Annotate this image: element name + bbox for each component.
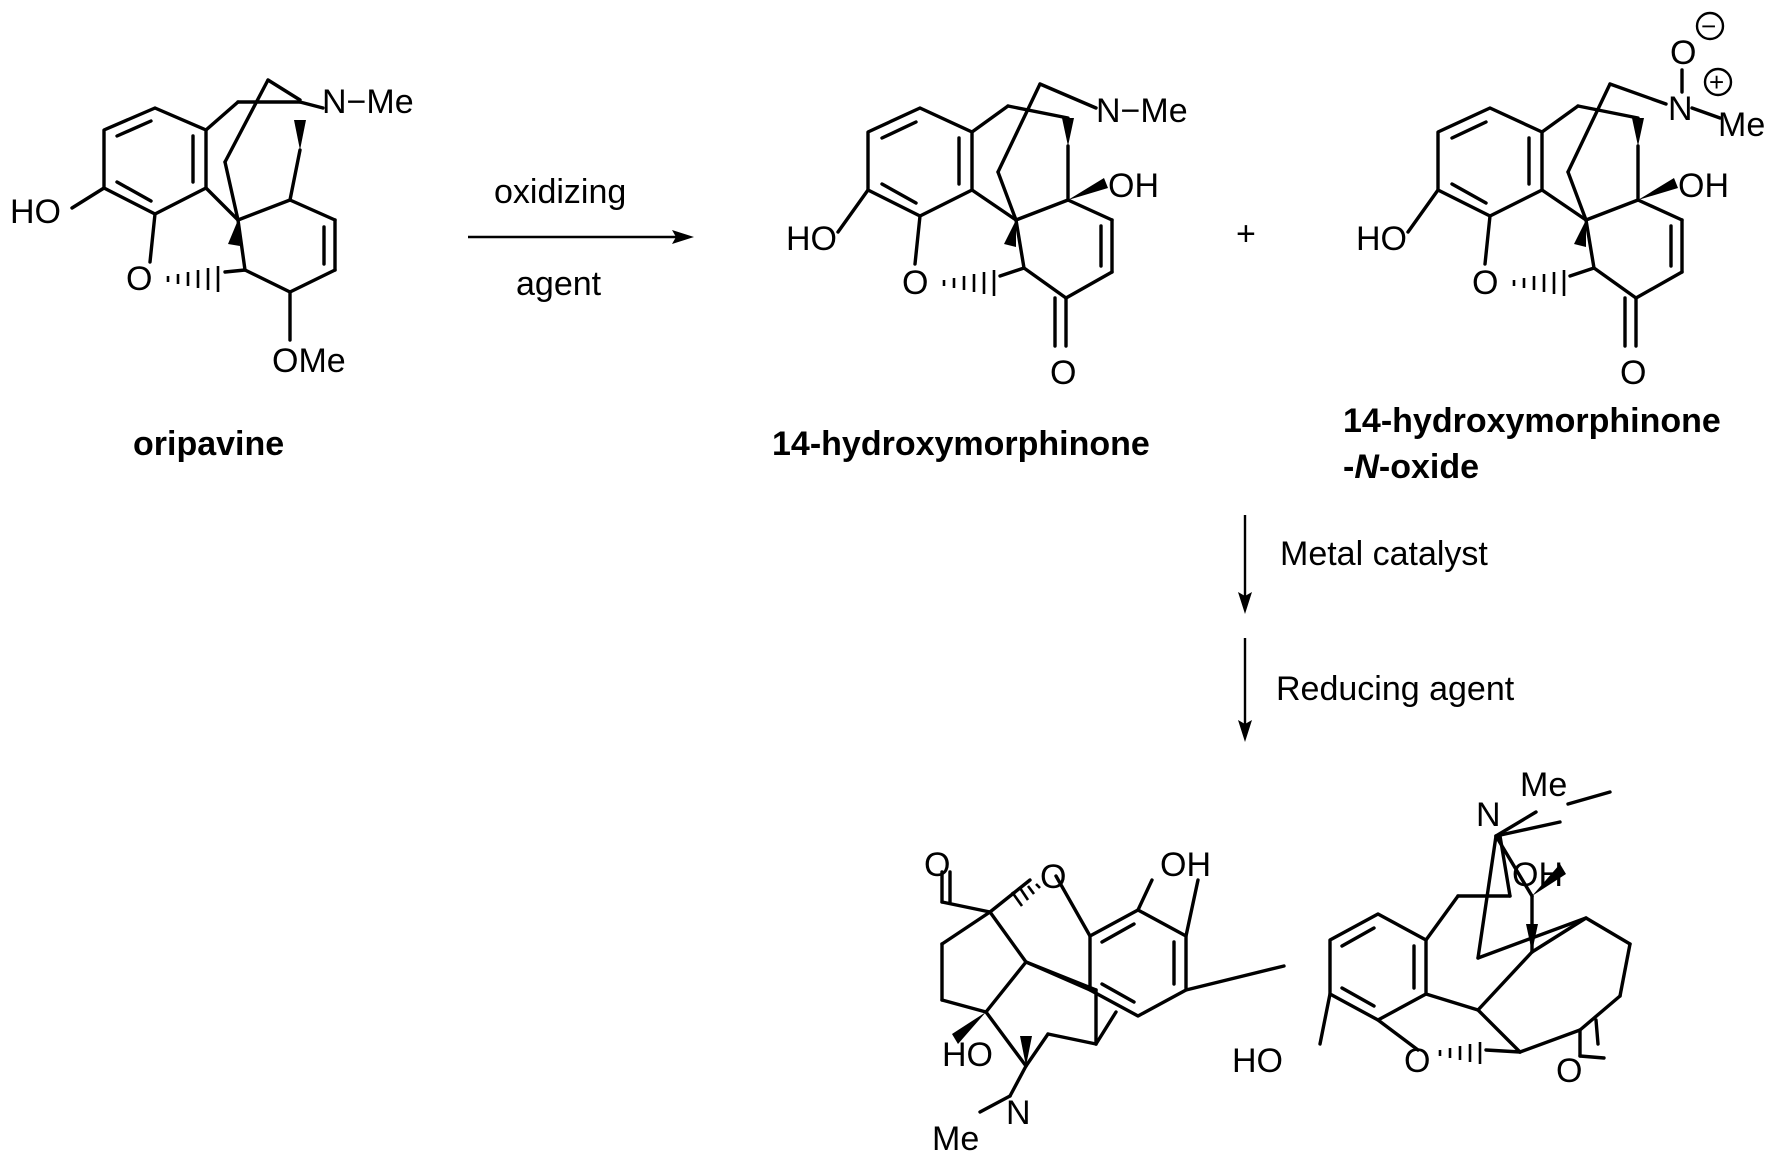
- metal-catalyst-arrow: Metal catalyst: [1238, 515, 1488, 614]
- n-oxide-me-label: Me: [1718, 106, 1765, 144]
- hydroxymorphinone-nme-label: N−Me: [1096, 92, 1188, 130]
- dimer-left-ho-label: HO: [942, 1036, 993, 1074]
- oripavine-o-label: O: [126, 260, 152, 298]
- oripavine-ether-hash: [168, 266, 218, 292]
- dimer-left-ether-o-label: O: [1040, 858, 1066, 896]
- oripavine-structure: HO O N−Me OMe oripavine: [10, 80, 414, 463]
- arrow1-bottom-label: agent: [516, 265, 602, 303]
- dimer-left-ketone-o-label: O: [924, 846, 950, 884]
- n-oxide-ketone-o-label: O: [1620, 354, 1646, 392]
- n-oxide-oh-label: OH: [1678, 167, 1729, 205]
- arrow3-label: Reducing agent: [1276, 670, 1515, 708]
- hydroxymorphinone-o-label: O: [902, 264, 928, 302]
- hydroxymorphinone-ether-hash: [944, 270, 994, 296]
- dimer-right-ketone-o-label: O: [1556, 1052, 1582, 1090]
- n-oxide-n-label: N: [1668, 90, 1693, 128]
- dimer-right-n-label: N: [1476, 796, 1501, 834]
- dimer-left-me-label: Me: [932, 1120, 979, 1157]
- n-oxide-o-label: O: [1472, 264, 1498, 302]
- n-oxide-ho-label: HO: [1356, 220, 1407, 258]
- dimer-left-n-label: N: [1006, 1094, 1031, 1132]
- plus-sign: +: [1236, 215, 1256, 253]
- dimer-product-structure: O O OH HO Me N HO O O OH N Me: [924, 766, 1630, 1157]
- reducing-agent-arrow: Reducing agent: [1238, 638, 1515, 742]
- hydroxymorphinone-structure: HO O N−Me OH O 14-hydroxymorphinone: [772, 84, 1188, 463]
- dimer-left-oh-label: OH: [1160, 846, 1211, 884]
- oripavine-ome-label: OMe: [272, 342, 346, 380]
- hydroxymorphinone-ho-label: HO: [786, 220, 837, 258]
- hydroxymorphinone-oh-label: OH: [1108, 167, 1159, 205]
- hydroxymorphinone-ketone-o-label: O: [1050, 354, 1076, 392]
- dimer-right-me-label: Me: [1520, 766, 1567, 804]
- oripavine-ho-label: HO: [10, 193, 61, 231]
- dimer-right-ether-hash: [1440, 1042, 1480, 1064]
- oxidation-arrow: oxidizing agent: [468, 173, 694, 303]
- oripavine-nme-label: N−Me: [322, 83, 414, 121]
- n-oxide-minus-charge: −: [1701, 11, 1716, 41]
- n-oxide-ether-hash: [1514, 270, 1564, 296]
- dimer-right-ho-label: HO: [1232, 1042, 1283, 1080]
- n-oxide-name-prefix: -: [1343, 448, 1354, 486]
- dimer-left-ether-hash: [1012, 884, 1040, 906]
- n-oxide-name-italic-n: N: [1354, 448, 1380, 486]
- n-oxide-name-line2: -N-oxide: [1343, 448, 1479, 486]
- hydroxymorphinone-name: 14-hydroxymorphinone: [772, 425, 1150, 463]
- arrow1-top-label: oxidizing: [494, 173, 626, 211]
- n-oxide-name-suffix: -oxide: [1379, 448, 1479, 486]
- oripavine-name: oripavine: [133, 425, 284, 463]
- dimer-right-oh-label: OH: [1512, 856, 1563, 894]
- n-oxide-plus-charge: +: [1709, 67, 1724, 97]
- n-oxide-name-line1: 14-hydroxymorphinone: [1343, 402, 1721, 440]
- n-oxide-structure: HO O N Me O − + OH O 14-hydroxymorphinon…: [1343, 11, 1765, 486]
- n-oxide-oxide-o-label: O: [1670, 34, 1696, 72]
- arrow2-label: Metal catalyst: [1280, 535, 1488, 573]
- dimer-right-ether-o-label: O: [1404, 1042, 1430, 1080]
